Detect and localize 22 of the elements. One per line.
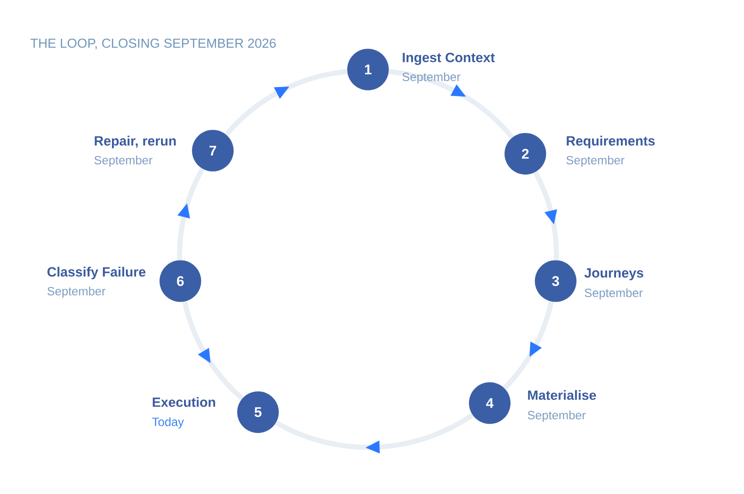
diagram-title: THE LOOP, CLOSING SEPTEMBER 2026 <box>30 38 276 50</box>
step-title: Journeys <box>584 268 644 280</box>
loop-arrow <box>388 68 514 140</box>
loop-arrow <box>533 171 559 260</box>
step-date: September <box>94 156 152 167</box>
step-date: September <box>584 288 643 300</box>
loop-arrow <box>275 412 474 454</box>
loop-arrow <box>224 68 348 136</box>
loop-arrow <box>182 301 244 400</box>
step-date: September <box>566 156 624 167</box>
step-title: Ingest Context <box>402 52 495 65</box>
step-title: Materialise <box>528 390 596 400</box>
step-date: September <box>528 410 586 422</box>
step-title: Repair, rerun <box>94 136 176 148</box>
step-title: Requirements <box>566 136 655 148</box>
step-date: September <box>47 286 106 298</box>
loop-arrow <box>502 301 554 390</box>
step-date: September <box>402 72 460 84</box>
step-title: Classify Failure <box>47 266 146 280</box>
step-title: Execution <box>152 397 216 407</box>
step-date: Today <box>152 417 184 428</box>
loop-arrow <box>177 168 205 260</box>
